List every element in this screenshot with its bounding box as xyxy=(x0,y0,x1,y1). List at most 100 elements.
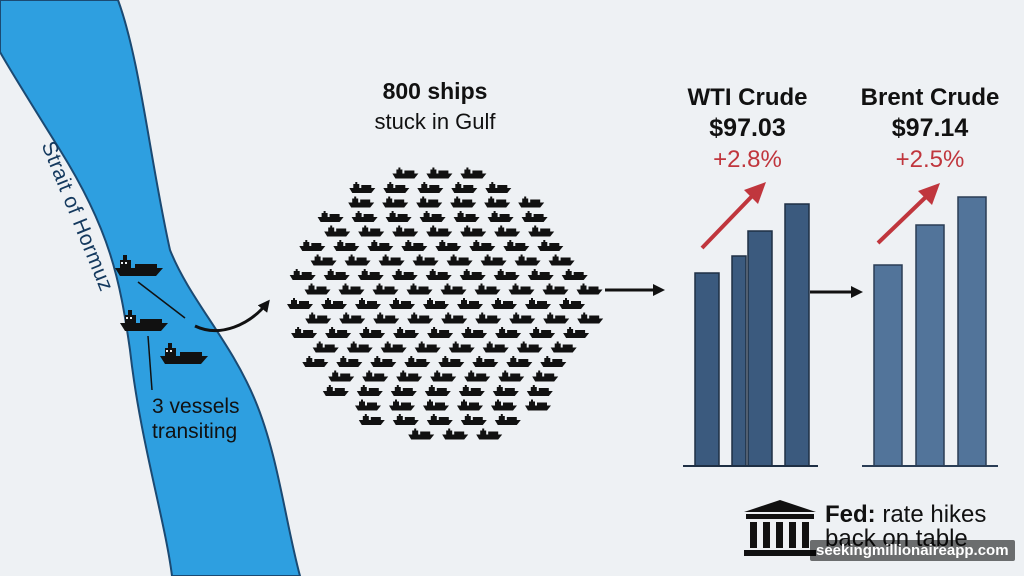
ships-subtitle: stuck in Gulf xyxy=(374,109,496,134)
ship-icon xyxy=(475,312,502,324)
ship-icon xyxy=(542,283,569,295)
ship-icon xyxy=(527,269,554,280)
ship-icon xyxy=(491,399,517,411)
ship-icon xyxy=(392,414,419,425)
ship-icon xyxy=(425,269,452,280)
ship-icon xyxy=(383,182,410,193)
ship-icon xyxy=(317,211,344,222)
leader-line xyxy=(147,335,153,391)
ship-icon xyxy=(407,312,434,324)
fed-text-line1: rate hikes xyxy=(882,501,987,528)
ship-icon xyxy=(356,385,383,396)
ship-icon xyxy=(442,428,469,440)
ship-icon xyxy=(458,385,485,396)
brent-bar xyxy=(873,264,903,467)
ship-icon xyxy=(521,211,548,222)
ship-icon xyxy=(417,182,444,193)
ship-icon xyxy=(299,240,326,251)
brent-bar xyxy=(915,224,945,467)
ship-icon xyxy=(370,356,397,367)
ship-icon xyxy=(328,370,355,382)
ship-icon xyxy=(392,225,419,237)
ship-icon xyxy=(401,240,428,251)
ship-icon xyxy=(289,269,316,280)
ship-icon xyxy=(576,283,603,295)
wti-bar-group xyxy=(683,203,818,467)
ship-icon xyxy=(380,341,407,353)
ship-icon xyxy=(435,240,462,251)
ship-icon xyxy=(448,341,475,353)
ship-icon xyxy=(321,298,347,309)
ship-icon xyxy=(480,254,507,266)
ship-icon xyxy=(506,356,533,367)
fed-label: Fed: xyxy=(825,501,876,528)
wti-bar xyxy=(747,230,773,467)
brent-change: +2.5% xyxy=(895,146,965,173)
ship-icon xyxy=(378,254,405,266)
ship-icon xyxy=(484,196,511,208)
ship-icon xyxy=(494,225,521,237)
ship-icon xyxy=(487,211,514,222)
brent-price: $97.14 xyxy=(891,114,969,142)
ship-icon xyxy=(336,356,363,367)
ship-icon xyxy=(491,298,517,309)
ship-icon xyxy=(494,414,521,425)
ship-icon xyxy=(518,196,545,208)
ship-icon xyxy=(382,196,409,208)
ship-icon xyxy=(472,356,499,367)
ship-icon xyxy=(406,283,433,295)
ship-icon xyxy=(537,240,564,251)
ship-icon xyxy=(577,312,604,324)
trend-up-arrow-icon xyxy=(700,190,758,250)
ship-icon xyxy=(440,283,467,295)
ship-icon xyxy=(344,254,371,266)
ship-icon xyxy=(416,196,443,208)
ship-icon xyxy=(498,370,525,382)
ship-icon xyxy=(338,283,365,295)
ship-icon xyxy=(302,356,329,367)
ship-icon xyxy=(408,428,435,440)
ship-icon xyxy=(325,327,352,338)
ship-icon xyxy=(362,370,389,382)
ships-count-title: 800 ships xyxy=(382,78,488,104)
ship-icon xyxy=(419,211,446,222)
ship-icon xyxy=(540,356,567,367)
wti-price: $97.03 xyxy=(709,114,786,142)
ship-icon xyxy=(476,428,503,440)
ship-icon xyxy=(372,283,399,295)
ship-icon xyxy=(389,298,415,309)
ship-icon xyxy=(424,385,451,396)
ship-icon xyxy=(459,269,486,280)
ship-icon xyxy=(385,211,412,222)
ship-icon xyxy=(509,312,536,324)
ship-icon xyxy=(460,225,487,237)
arrow-right-icon xyxy=(194,299,270,332)
ship-icon xyxy=(404,356,431,367)
brent-title: Brent Crude xyxy=(860,84,1000,111)
wti-bar xyxy=(784,203,810,467)
ship-icon xyxy=(310,254,337,266)
ship-icon xyxy=(351,211,378,222)
wti-bar xyxy=(731,255,747,467)
ship-icon xyxy=(561,269,588,280)
ship-icon xyxy=(464,370,491,382)
ship-icon xyxy=(339,312,366,324)
ship-icon xyxy=(525,399,551,411)
ship-icon xyxy=(469,240,496,251)
ship-icon xyxy=(373,312,400,324)
ship-icon xyxy=(430,370,457,382)
trend-up-arrow-icon xyxy=(876,191,932,245)
ship-icon xyxy=(324,225,351,237)
ship-icon xyxy=(474,283,501,295)
ship-icon xyxy=(514,254,541,266)
leader-line xyxy=(137,281,186,319)
ship-icon xyxy=(358,414,385,425)
ship-icon xyxy=(482,341,509,353)
ship-icon xyxy=(323,269,350,280)
ship-icon xyxy=(516,341,543,353)
ship-icon xyxy=(393,327,420,338)
ship-icon xyxy=(426,414,453,425)
ship-icon xyxy=(291,327,318,338)
ship-icon xyxy=(355,298,381,309)
